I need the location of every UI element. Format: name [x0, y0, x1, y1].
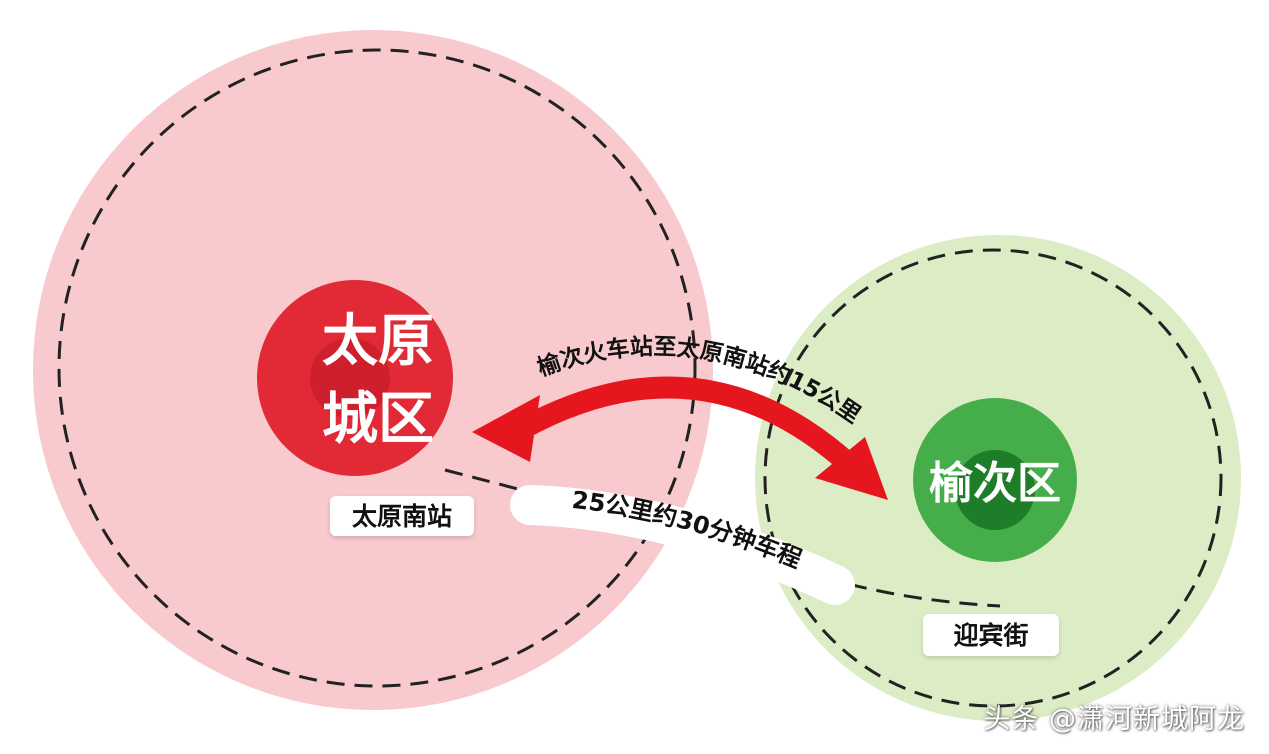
taiyuan-south-station-label: 太原南站 — [352, 502, 452, 531]
taiyuan-center-core — [310, 338, 390, 418]
arrow-head-right-icon — [815, 437, 888, 500]
yuci-center-label: 榆次区 — [929, 458, 1061, 509]
yuci-center-core — [955, 450, 1035, 530]
double-arrow-shaft — [509, 376, 861, 476]
route-label-band — [510, 485, 855, 605]
taiyuan-south-station-tag: 太原南站 — [330, 496, 474, 536]
yingbin-street-label: 迎宾街 — [953, 621, 1028, 650]
watermark: 头条 @潇河新城阿龙 — [983, 704, 1245, 735]
yuci-dashed-boundary — [763, 248, 1223, 708]
taiyuan-center-label-line1: 太原 — [322, 309, 434, 374]
taiyuan-center-label-line2: 城区 — [322, 387, 434, 452]
yingbin-street-tag: 迎宾街 — [923, 614, 1059, 656]
arrow-head-left-icon — [472, 395, 540, 462]
taiyuan-dashed-boundary — [57, 48, 697, 688]
